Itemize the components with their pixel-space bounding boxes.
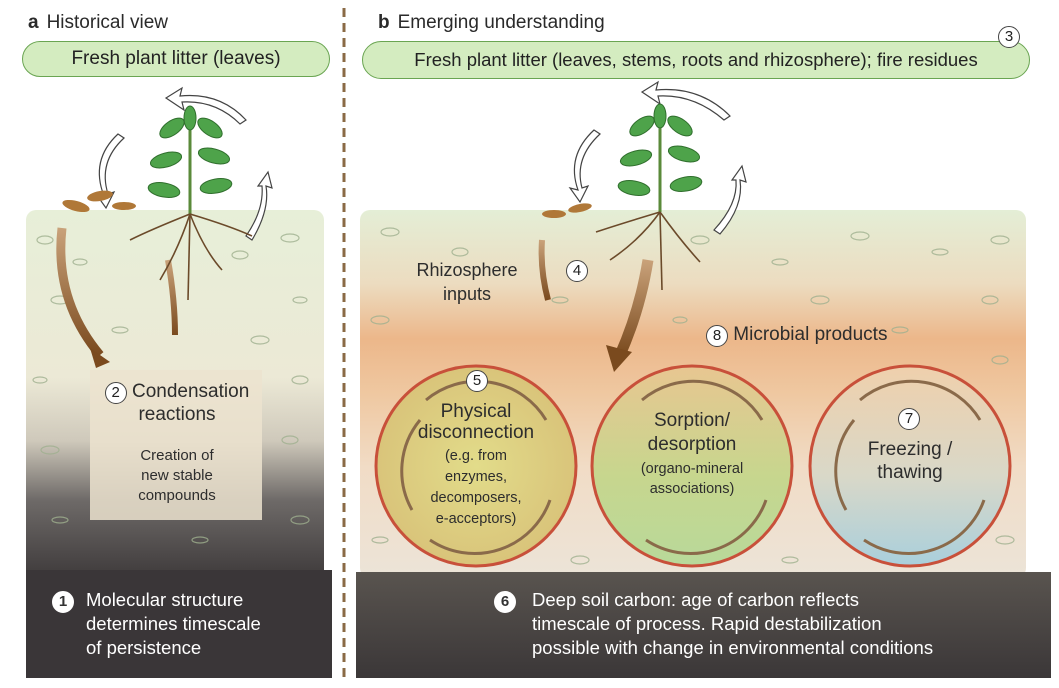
panel-a-deep-soil <box>26 570 332 678</box>
panel-b-deep-soil <box>356 572 1051 678</box>
panel-b-bottom-line2: timescale of process. Rapid destabilizat… <box>532 613 882 634</box>
physical-line4: enzymes, <box>444 469 508 485</box>
panel-a-bottom-text: 1 <box>52 588 74 613</box>
panel-a-letter: a <box>28 12 39 33</box>
litter-arrow-a <box>56 227 104 358</box>
sorption-label: Sorption/ desorption <box>612 409 772 457</box>
panel-a-bottom-lines: Molecular structure determines timescale… <box>86 588 261 660</box>
sorption-sublabel: (organo-mineral associations) <box>612 459 772 499</box>
panel-b-bottom-lines: Deep soil carbon: age of carbon reflects… <box>532 588 933 660</box>
sorption-line2: desorption <box>647 434 737 455</box>
panel-b-title-text: Emerging understanding <box>397 12 605 33</box>
freezing-line1: Freezing / <box>867 439 953 460</box>
sorption-line4: associations) <box>649 481 735 497</box>
freezing-line2: thawing <box>877 462 943 483</box>
panel-a-title: a Historical view <box>28 12 168 34</box>
creation-line3: compounds <box>138 487 216 504</box>
plant-b <box>542 103 703 291</box>
creation-line2: new stable <box>141 467 213 484</box>
rhizosphere-label: Rhizosphere inputs <box>392 258 542 306</box>
physical-number: 5 <box>466 370 488 392</box>
rhizosphere-line2: inputs <box>442 284 492 304</box>
creation-label: Creation of new stable compounds <box>92 446 262 506</box>
microbial-text: Microbial products <box>733 324 888 345</box>
microbial-number: 8 <box>706 325 728 347</box>
condensation-number: 2 <box>104 382 127 404</box>
physical-sublabel: (e.g. from enzymes, decomposers, e-accep… <box>396 446 556 530</box>
panel-b-letter: b <box>378 12 390 33</box>
panel-a-bottom-line2: determines timescale <box>86 613 261 634</box>
panel-b-bottom-text: 6 <box>494 588 516 613</box>
rhizosphere-number: 4 <box>566 260 588 282</box>
rhizosphere-line1: Rhizosphere <box>416 260 518 280</box>
panel-a-bottom-line3: of persistence <box>86 637 202 658</box>
panel-b-litter-text: Fresh plant litter (leaves, stems, roots… <box>414 49 978 70</box>
physical-line5: decomposers, <box>430 490 522 506</box>
soil-texture <box>32 227 1015 565</box>
white-arrows <box>94 80 747 241</box>
panel-b-title: b Emerging understanding <box>378 12 605 34</box>
panel-a-litter-text: Fresh plant litter (leaves) <box>71 48 281 69</box>
panel-a-bottom-line1: Molecular structure <box>86 589 244 610</box>
physical-label: Physical disconnection <box>396 401 556 443</box>
physical-line6: e-acceptors) <box>435 511 517 527</box>
panel-a-litter-pill: Fresh plant litter (leaves) <box>22 41 330 77</box>
sorption-line3: (organo-mineral <box>640 461 744 477</box>
freezing-number: 7 <box>898 408 920 430</box>
plant-a <box>62 105 253 301</box>
panel-a-title-text: Historical view <box>46 12 168 33</box>
panel-b-litter-pill: Fresh plant litter (leaves, stems, roots… <box>362 41 1030 79</box>
panel-a-bottom-number: 1 <box>52 591 74 613</box>
sorption-line1: Sorption/ <box>653 410 731 431</box>
condensation-label: 2 Condensation reactions <box>92 381 262 426</box>
freezing-label: Freezing / thawing <box>830 438 990 484</box>
panel-b-bottom-number: 6 <box>494 591 516 613</box>
physical-line2: disconnection <box>417 422 535 443</box>
physical-line1: Physical <box>440 401 512 422</box>
cycle-circles <box>374 364 1012 568</box>
panel-b-litter-number: 3 <box>998 26 1020 48</box>
condensation-line2: reactions <box>138 404 216 425</box>
panel-b-bottom-line1: Deep soil carbon: age of carbon reflects <box>532 589 860 610</box>
panel-b-bottom-line3: possible with change in environmental co… <box>532 637 934 658</box>
cycle-arrows <box>400 379 986 555</box>
physical-line3: (e.g. from <box>444 448 508 464</box>
microbial-label: 8 Microbial products <box>706 324 926 347</box>
litter-arrow-b <box>614 259 654 358</box>
condensation-line1: Condensation <box>132 381 250 402</box>
creation-line1: Creation of <box>140 447 214 464</box>
